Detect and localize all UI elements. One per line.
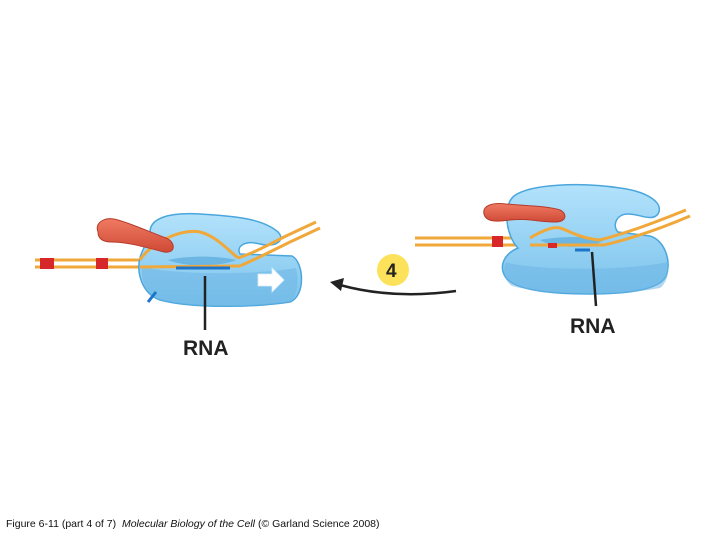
left-rna-strand [146,266,230,303]
right-polymerase [501,183,669,295]
right-panel: RNA [415,183,691,338]
left-dna-downstream [285,220,321,244]
right-rna-leader [590,251,598,307]
step-arrow [330,278,457,296]
caption-figure: Figure 6-11 (part 4 of 7) [6,518,117,530]
figure-caption: Figure 6-11 (part 4 of 7) Molecular Biol… [6,518,380,530]
step-indicator: 4 [377,254,409,286]
left-rna-label: RNA [183,337,229,360]
left-direction-arrow [257,267,285,293]
left-sigma-factor [96,218,174,253]
step-number: 4 [386,261,397,282]
left-panel: RNA [35,212,321,360]
caption-credit: (© Garland Science 2008) [257,518,380,530]
caption-book: Molecular Biology of the Cell [121,518,256,530]
right-promoter-marks [492,236,557,248]
left-polymerase [138,212,303,307]
right-dna-bubble [529,208,691,247]
left-promoter-marks [40,258,108,269]
step-circle [377,254,409,286]
right-rna-label: RNA [570,315,616,338]
right-sigma-factor [483,203,566,223]
